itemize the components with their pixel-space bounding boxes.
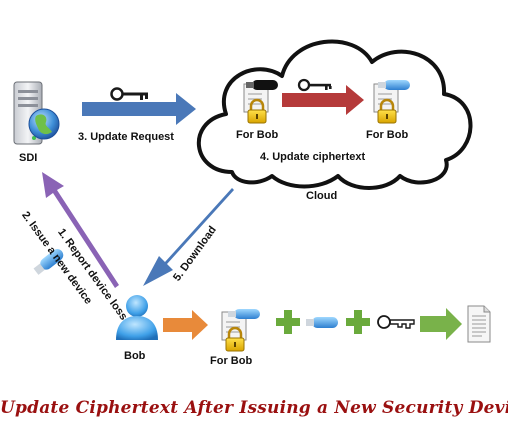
key-icon — [110, 87, 148, 101]
user-icon — [116, 295, 158, 340]
for-bob-left-label: For Bob — [236, 129, 279, 141]
locked-file-icon — [243, 83, 269, 124]
key-icon — [377, 315, 415, 329]
usb-token-icon — [378, 80, 410, 90]
decrypt-arrow — [420, 308, 462, 340]
update-request-arrow — [82, 93, 196, 125]
bob-label: Bob — [124, 350, 146, 362]
plus-icon — [276, 310, 300, 334]
cloud-label: Cloud — [306, 190, 338, 202]
for-bob-bottom-label: For Bob — [210, 355, 253, 367]
download-arrow — [143, 188, 234, 286]
update-request-label: 3. Update Request — [78, 131, 174, 143]
key-icon — [297, 78, 332, 92]
report-device-loss-arrow — [42, 172, 119, 288]
bob-to-file-arrow — [163, 310, 208, 340]
plus-icon — [346, 310, 370, 334]
usb-token-icon — [33, 249, 64, 275]
usb-token-icon — [228, 309, 260, 319]
update-ciphertext-label: 4. Update ciphertext — [260, 151, 366, 163]
sdi-label: SDI — [19, 152, 38, 164]
for-bob-right-label: For Bob — [366, 129, 409, 141]
document-icon — [467, 305, 491, 343]
cloud-icon — [197, 39, 473, 190]
diagram-caption: Update Ciphertext After Issuing a New Se… — [0, 398, 508, 418]
usb-token-icon — [246, 80, 278, 90]
globe-icon — [28, 108, 60, 140]
update-ciphertext-arrow — [282, 85, 364, 115]
locked-file-icon — [373, 83, 399, 124]
usb-token-icon — [306, 317, 338, 328]
